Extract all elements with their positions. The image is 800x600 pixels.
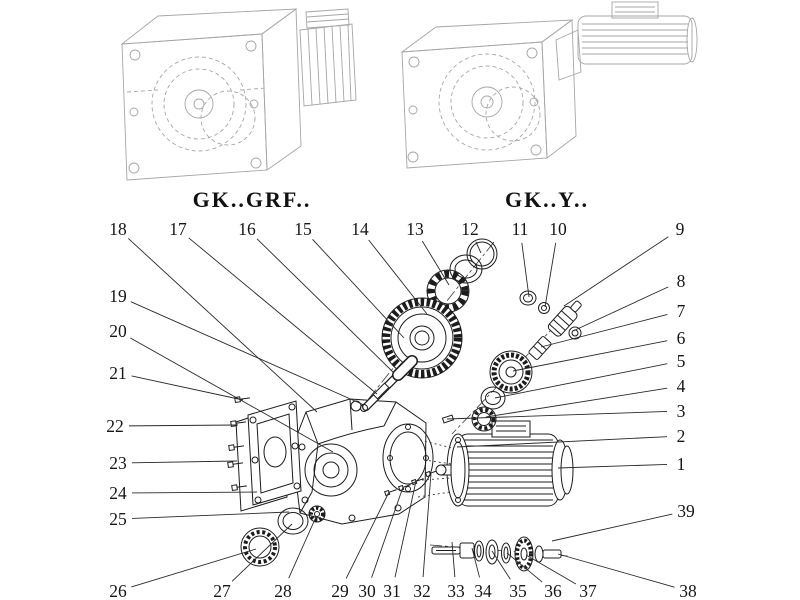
callout-33: 33 <box>447 581 465 600</box>
callout-27: 27 <box>213 581 231 600</box>
leader-line-8 <box>572 286 669 332</box>
callout-26: 26 <box>109 581 127 600</box>
callout-8: 8 <box>677 271 686 291</box>
leader-line-11 <box>521 242 530 298</box>
callout-20: 20 <box>109 321 127 341</box>
output-shaft-assembly <box>431 536 562 572</box>
callout-4: 4 <box>677 376 686 396</box>
leader-line-37 <box>525 554 577 585</box>
leader-line-2 <box>456 436 668 448</box>
ghost-gearbox-y <box>400 1 698 169</box>
leader-line-26 <box>131 548 257 588</box>
callout-23: 23 <box>109 453 127 473</box>
leader-line-32 <box>422 472 432 578</box>
callout-28: 28 <box>274 581 292 600</box>
callout-16: 16 <box>238 219 256 239</box>
leader-line-18 <box>128 238 318 413</box>
leader-line-30 <box>371 486 404 578</box>
callout-15: 15 <box>294 219 312 239</box>
leader-line-1 <box>557 464 668 469</box>
callout-2: 2 <box>677 426 686 446</box>
callout-38: 38 <box>679 581 697 600</box>
leader-line-21 <box>131 375 244 401</box>
callout-14: 14 <box>351 219 369 239</box>
callout-30: 30 <box>358 581 376 600</box>
leader-line-36 <box>506 552 543 583</box>
leader-line-9 <box>563 236 669 307</box>
callout-5: 5 <box>677 351 686 371</box>
leader-line-3 <box>446 411 668 420</box>
callout-24: 24 <box>109 483 127 503</box>
leader-line-34 <box>471 547 480 578</box>
callout-13: 13 <box>406 219 424 239</box>
leader-line-23 <box>131 460 238 464</box>
leader-line-7 <box>540 314 668 348</box>
callouts-layer: 1234567891011121314151617181920212223242… <box>106 219 697 600</box>
callout-32: 32 <box>413 581 431 600</box>
leader-line-12 <box>475 241 482 254</box>
leader-line-5 <box>494 363 668 399</box>
callout-7: 7 <box>677 301 686 321</box>
leader-line-4 <box>485 387 668 418</box>
callout-10: 10 <box>549 219 567 239</box>
leader-line-27 <box>231 523 293 582</box>
leader-line-38 <box>557 553 675 588</box>
callout-29: 29 <box>331 581 349 600</box>
leader-line-25 <box>131 511 290 519</box>
variant-title-left: GK..GRF.. <box>193 187 312 212</box>
callout-11: 11 <box>512 219 529 239</box>
callout-12: 12 <box>461 219 479 239</box>
callout-22: 22 <box>106 416 124 436</box>
input-shaft-assembly <box>441 290 582 432</box>
gearbox-housing <box>291 398 434 525</box>
leader-line-39 <box>551 513 673 542</box>
leader-line-15 <box>312 238 405 339</box>
leader-line-28 <box>288 516 317 579</box>
callout-36: 36 <box>544 581 562 600</box>
callout-37: 37 <box>579 581 597 600</box>
flange-bolts <box>227 396 250 492</box>
main-gear-assembly <box>360 238 498 412</box>
leader-line-31 <box>394 480 417 578</box>
callout-19: 19 <box>109 286 127 306</box>
exploded-assembly <box>227 238 582 572</box>
leader-line-17 <box>188 237 378 395</box>
leader-line-35 <box>491 550 511 580</box>
callout-6: 6 <box>677 328 686 348</box>
callout-1: 1 <box>677 454 686 474</box>
housing-motor-connector-lines <box>417 439 453 498</box>
callout-17: 17 <box>169 219 187 239</box>
leader-line-16 <box>256 238 395 374</box>
output-bearing-seals <box>240 505 326 567</box>
ghost-gearbox-grf <box>120 8 357 181</box>
leader-line-24 <box>131 491 258 494</box>
callout-35: 35 <box>509 581 527 600</box>
callout-3: 3 <box>677 401 686 421</box>
leader-line-10 <box>544 242 557 308</box>
callout-18: 18 <box>109 219 127 239</box>
leader-line-20 <box>129 337 334 453</box>
leader-line-13 <box>421 240 450 286</box>
variant-title-right: GK..Y.. <box>505 187 589 212</box>
callout-39: 39 <box>677 501 695 521</box>
leader-line-22 <box>128 424 239 427</box>
leader-line-29 <box>345 491 390 579</box>
callout-31: 31 <box>383 581 401 600</box>
leader-line-6 <box>512 340 668 372</box>
leader-line-19 <box>130 301 365 406</box>
motor <box>435 420 574 507</box>
callout-34: 34 <box>474 581 492 600</box>
callout-21: 21 <box>109 363 127 383</box>
leader-line-14 <box>368 239 428 315</box>
callout-25: 25 <box>109 509 127 529</box>
leader-line-33 <box>451 541 456 578</box>
callout-9: 9 <box>676 219 685 239</box>
mounting-flange-plate <box>235 400 302 512</box>
